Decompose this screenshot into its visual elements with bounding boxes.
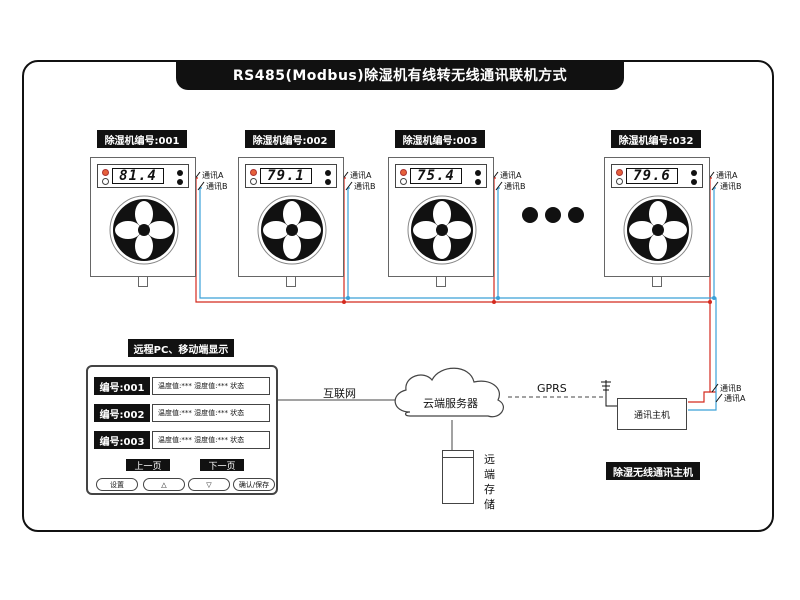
ellipsis-dot <box>545 207 561 223</box>
comm-a-label: 通讯A <box>202 171 224 180</box>
dehumidifier-unit: 79.6 <box>604 157 710 287</box>
ellipsis-dot <box>568 207 584 223</box>
control-button-icon <box>177 179 183 185</box>
comm-b-label: 通讯B <box>504 182 526 191</box>
reading-screen: 81.4 <box>112 168 164 184</box>
control-button-icon <box>475 170 481 176</box>
confirm-save-button[interactable]: 确认/保存 <box>233 478 275 491</box>
dehumidifier-unit: 81.4 <box>90 157 196 287</box>
control-button-icon <box>325 179 331 185</box>
junction-dot <box>492 300 496 304</box>
junction-dot <box>496 296 500 300</box>
unit-label: 除湿机编号:003 <box>395 130 485 148</box>
rs485-bus-b-drop-3 <box>497 187 500 298</box>
fan-icon <box>257 195 327 265</box>
prev-page-button[interactable]: 上一页 <box>126 459 170 472</box>
reading-screen: 79.6 <box>626 168 678 184</box>
rs485-bus-a-drop-2 <box>343 177 346 302</box>
comm-host: 通讯主机 <box>617 398 687 430</box>
rs485-bus-a <box>195 177 716 393</box>
panel-row: 编号:003 温度值:*** 湿度值:*** 状态 <box>94 431 270 449</box>
comm-b-label: 通讯B <box>720 182 742 191</box>
comm-a-label: 通讯A <box>716 171 738 180</box>
rs485-bus-b <box>199 187 717 411</box>
cloud-label: 云端服务器 <box>423 397 478 410</box>
junction-dot <box>346 296 350 300</box>
unit-label: 除湿机编号:032 <box>611 130 701 148</box>
power-led-icon <box>400 169 407 176</box>
comm-a-label: 通讯A <box>500 171 522 180</box>
host-red-lead <box>688 391 710 403</box>
rs485-bus-a-drop-3 <box>493 177 496 302</box>
remote-display-panel: 编号:001 温度值:*** 湿度值:*** 状态 编号:002 温度值:***… <box>86 365 278 495</box>
row-number: 编号:002 <box>94 404 150 422</box>
reading-screen: 75.4 <box>410 168 462 184</box>
control-display: 79.1 <box>245 164 337 188</box>
rs485-bus-b-drop-2 <box>347 187 350 298</box>
cloud-icon <box>394 367 504 418</box>
internet-label: 互联网 <box>323 387 356 400</box>
comm-b-label: 通讯B <box>206 182 228 191</box>
comm-b-label: 通讯B <box>354 182 376 191</box>
diagram-title: RS485(Modbus)除湿机有线转无线通讯联机方式 <box>176 60 624 90</box>
antenna-icon <box>601 380 617 407</box>
status-led-icon <box>616 178 623 185</box>
fan-icon <box>407 195 477 265</box>
control-button-icon <box>691 170 697 176</box>
drain-stand <box>286 277 296 287</box>
fan-icon <box>109 195 179 265</box>
junction-dot <box>712 296 716 300</box>
control-button-icon <box>177 170 183 176</box>
drain-stand <box>138 277 148 287</box>
unit-label: 除湿机编号:001 <box>97 130 187 148</box>
next-page-button[interactable]: 下一页 <box>200 459 244 472</box>
control-display: 81.4 <box>97 164 189 188</box>
control-display: 75.4 <box>395 164 487 188</box>
status-led-icon <box>400 178 407 185</box>
panel-row: 编号:001 温度值:*** 湿度值:*** 状态 <box>94 377 270 395</box>
rs485-bus-a-drop-4 <box>709 177 712 302</box>
control-button-icon <box>475 179 481 185</box>
host-comm-b-label: 通讯B <box>720 384 742 393</box>
status-led-icon <box>102 178 109 185</box>
dehumidifier-unit: 75.4 <box>388 157 494 287</box>
drain-stand <box>436 277 446 287</box>
row-info: 温度值:*** 湿度值:*** 状态 <box>152 377 270 395</box>
row-number: 编号:001 <box>94 377 150 395</box>
rs485-bus-b-drop-4 <box>713 187 716 298</box>
fan-icon <box>623 195 693 265</box>
comm-a-label: 通讯A <box>350 171 372 180</box>
power-led-icon <box>102 169 109 176</box>
ellipsis-dot <box>522 207 538 223</box>
reading-screen: 79.1 <box>260 168 312 184</box>
panel-row: 编号:002 温度值:*** 湿度值:*** 状态 <box>94 404 270 422</box>
unit-label: 除湿机编号:002 <box>245 130 335 148</box>
junction-dot <box>342 300 346 304</box>
control-display: 79.6 <box>611 164 703 188</box>
dehumidifier-unit: 79.1 <box>238 157 344 287</box>
remote-storage-icon <box>442 450 474 504</box>
host-caption: 除湿无线通讯主机 <box>606 462 700 480</box>
control-button-icon <box>325 170 331 176</box>
up-button[interactable]: △ <box>143 478 185 491</box>
gprs-label: GPRS <box>537 382 567 395</box>
junction-dot <box>708 300 712 304</box>
drain-stand <box>652 277 662 287</box>
power-led-icon <box>250 169 257 176</box>
host-comm-a-label: 通讯A <box>724 394 746 403</box>
remote-panel-header: 远程PC、移动端显示 <box>128 339 234 357</box>
control-button-icon <box>691 179 697 185</box>
row-number: 编号:003 <box>94 431 150 449</box>
settings-button[interactable]: 设置 <box>96 478 138 491</box>
row-info: 温度值:*** 湿度值:*** 状态 <box>152 404 270 422</box>
power-led-icon <box>616 169 623 176</box>
down-button[interactable]: ▽ <box>188 478 230 491</box>
storage-label: 远端存储 <box>484 453 495 511</box>
row-info: 温度值:*** 湿度值:*** 状态 <box>152 431 270 449</box>
status-led-icon <box>250 178 257 185</box>
